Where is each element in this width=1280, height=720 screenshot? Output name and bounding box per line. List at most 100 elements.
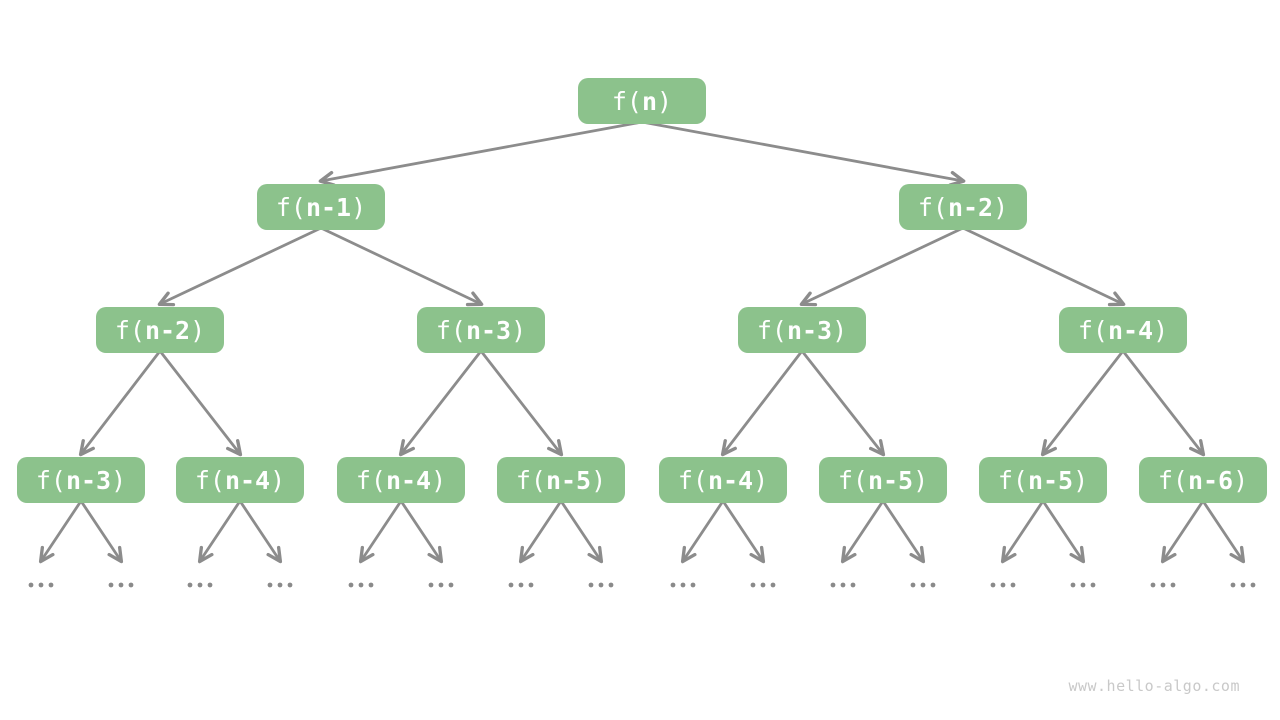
tree-node: f(n-3) (17, 457, 145, 503)
ellipsis-dot (830, 582, 836, 588)
edge-arrow (1040, 349, 1125, 457)
edge-arrow (680, 499, 725, 564)
node-label: f(n-5) (515, 465, 607, 495)
node-label: f(n-4) (677, 465, 769, 495)
ellipsis-dot (1150, 582, 1156, 588)
node-label: f(n-4) (355, 465, 447, 495)
ellipsis-dot (267, 582, 273, 588)
edge-arrow (479, 349, 564, 457)
tree-node: f(n-2) (899, 184, 1027, 230)
ellipsis-dot (518, 582, 524, 588)
tree-node: f(n-5) (497, 457, 625, 503)
ellipsis-dot (690, 582, 696, 588)
ellipsis-dot (1240, 582, 1246, 588)
edge-arrow (1160, 499, 1205, 564)
ellipsis-dot (1170, 582, 1176, 588)
node-label: f(n-6) (1157, 465, 1249, 495)
ellipsis-dot (48, 582, 54, 588)
ellipsis-dots (910, 582, 936, 588)
ellipsis-dot (750, 582, 756, 588)
ellipsis-dots (508, 582, 534, 588)
edge-arrow (721, 499, 766, 564)
ellipsis-dots (670, 582, 696, 588)
ellipsis-dot (287, 582, 293, 588)
ellipsis-dot (448, 582, 454, 588)
ellipsis-dots (588, 582, 614, 588)
edge-arrow (238, 499, 283, 564)
ellipsis-dot (1000, 582, 1006, 588)
edge-arrow (1000, 499, 1045, 564)
edge-arrow (881, 499, 926, 564)
ellipsis-dot (1010, 582, 1016, 588)
ellipsis-dot (428, 582, 434, 588)
ellipsis-dot (770, 582, 776, 588)
ellipsis-dot (990, 582, 996, 588)
tree-node: f(n-3) (417, 307, 545, 353)
tree-node: f(n-4) (337, 457, 465, 503)
ellipsis-dot (1160, 582, 1166, 588)
ellipsis-dots (108, 582, 134, 588)
ellipsis-dot (1230, 582, 1236, 588)
tree-node: f(n-5) (979, 457, 1107, 503)
ellipsis-dot (588, 582, 594, 588)
edge-arrow (1121, 349, 1206, 457)
node-label: f(n-3) (756, 315, 848, 345)
ellipsis-dots (28, 582, 54, 588)
ellipsis-dot (38, 582, 44, 588)
edge-arrow (318, 120, 644, 187)
edge-arrow (358, 499, 403, 564)
ellipsis-dot (840, 582, 846, 588)
ellipsis-dots (267, 582, 293, 588)
edge-arrow (518, 499, 563, 564)
ellipsis-dot (348, 582, 354, 588)
ellipsis-dot (528, 582, 534, 588)
ellipsis-dot (850, 582, 856, 588)
edge-arrow (720, 349, 804, 457)
node-label: f(n-2) (114, 315, 206, 345)
ellipsis-dot (670, 582, 676, 588)
ellipsis-dot (358, 582, 364, 588)
edge-arrow (961, 226, 1126, 307)
edge-arrow (157, 226, 323, 307)
ellipsis-dot (207, 582, 213, 588)
node-label: f(n-2) (917, 192, 1009, 222)
ellipsis-dot (118, 582, 124, 588)
edge-arrow (799, 226, 965, 307)
node-label: f(n-4) (194, 465, 286, 495)
ellipsis-dots (428, 582, 454, 588)
ellipsis-dot (368, 582, 374, 588)
ellipsis-dots (750, 582, 776, 588)
ellipsis-dot (277, 582, 283, 588)
edge-arrow (319, 226, 484, 307)
tree-node: f(n-4) (176, 457, 304, 503)
watermark: www.hello-algo.com (1068, 677, 1240, 695)
ellipsis-dot (1250, 582, 1256, 588)
ellipsis-dot (28, 582, 34, 588)
edge-arrow (398, 349, 483, 457)
tree-node: f(n-2) (96, 307, 224, 353)
ellipsis-dot (680, 582, 686, 588)
ellipsis-dot (930, 582, 936, 588)
edge-arrow (800, 349, 886, 457)
node-label: f(n-1) (275, 192, 367, 222)
ellipsis-dots (1150, 582, 1176, 588)
ellipsis-dot (1080, 582, 1086, 588)
node-label: f(n-5) (997, 465, 1089, 495)
ellipsis-dots (830, 582, 856, 588)
tree-node: f(n-5) (819, 457, 947, 503)
ellipsis-dots (1230, 582, 1256, 588)
ellipsis-dot (438, 582, 444, 588)
ellipsis-dot (1090, 582, 1096, 588)
edge-arrow (1201, 499, 1246, 564)
tree-node: f(n-1) (257, 184, 385, 230)
ellipsis-dot (1070, 582, 1076, 588)
edge-arrow (79, 499, 124, 564)
node-label: f(n) (611, 86, 673, 116)
ellipsis-dot (128, 582, 134, 588)
ellipsis-dot (910, 582, 916, 588)
edge-arrow (78, 349, 162, 457)
edge-arrow (640, 120, 966, 187)
ellipsis-dots (187, 582, 213, 588)
ellipsis-dot (598, 582, 604, 588)
